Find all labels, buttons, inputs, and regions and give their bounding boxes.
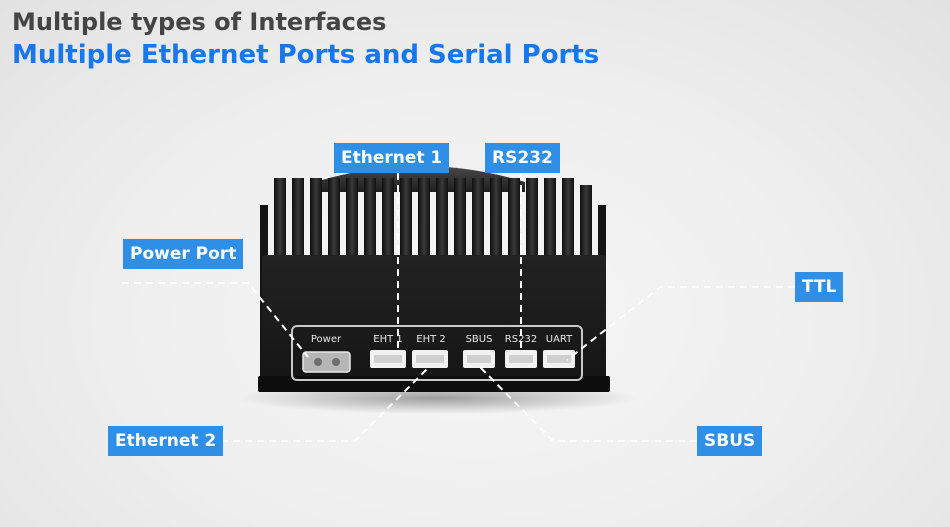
port-panel-frame bbox=[291, 325, 583, 381]
device-base bbox=[258, 376, 610, 392]
rs232-connector bbox=[505, 350, 537, 368]
callout-ttl: TTL bbox=[795, 272, 844, 302]
callout-rs232: RS232 bbox=[485, 143, 560, 173]
leader-sbus bbox=[478, 365, 697, 442]
port-label-power: Power bbox=[311, 334, 342, 345]
leader-ttl bbox=[566, 286, 795, 361]
power-connector bbox=[302, 351, 351, 373]
eht1-connector bbox=[370, 350, 406, 368]
port-label-eht2: EHT 2 bbox=[416, 334, 446, 345]
headline-subtitle: Multiple Ethernet Ports and Serial Ports bbox=[12, 40, 600, 70]
leader-ethernet2 bbox=[221, 367, 429, 442]
sbus-connector bbox=[463, 350, 495, 368]
callout-ethernet2: Ethernet 2 bbox=[108, 426, 224, 456]
callout-power-port: Power Port bbox=[123, 239, 244, 269]
port-label-sbus: SBUS bbox=[466, 334, 493, 345]
callout-leader-lines bbox=[122, 173, 795, 442]
port-label-eht1: EHT 1 bbox=[373, 334, 403, 345]
heatsink-fins bbox=[260, 178, 606, 380]
port-label-uart: UART bbox=[546, 334, 573, 345]
uart-connector bbox=[543, 350, 575, 368]
leader-power bbox=[122, 282, 309, 358]
callout-sbus: SBUS bbox=[697, 426, 763, 456]
callout-ethernet1: Ethernet 1 bbox=[334, 143, 450, 173]
headline-title: Multiple types of Interfaces bbox=[12, 8, 387, 36]
port-label-rs232: RS232 bbox=[505, 334, 537, 345]
eht2-connector bbox=[412, 350, 448, 368]
